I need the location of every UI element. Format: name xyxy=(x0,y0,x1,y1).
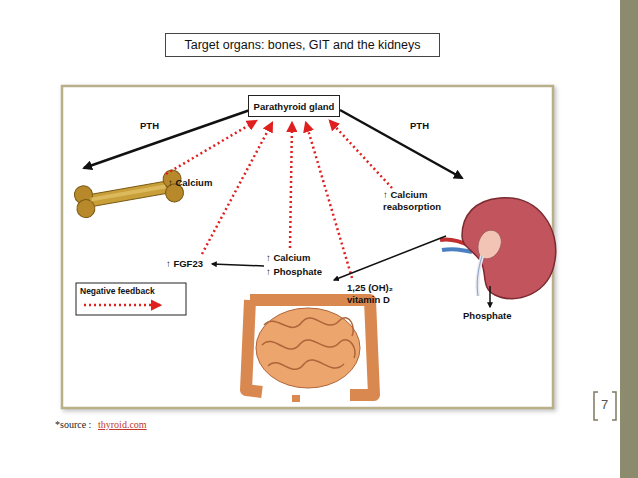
bone-end xyxy=(75,198,96,219)
kidney-body xyxy=(462,198,556,299)
effect-label: ↑ Phosphate xyxy=(266,266,322,278)
intestine-illustration xyxy=(246,300,374,402)
legend-text: Negative feedback xyxy=(80,286,155,296)
intestine-coil xyxy=(262,340,355,358)
pth-arrow xyxy=(84,110,250,168)
ureter-outline xyxy=(477,256,482,296)
page-bracket xyxy=(594,392,598,420)
effect-arrow xyxy=(489,286,491,307)
effect-label: ↑ Calcium reabsorption xyxy=(383,189,449,213)
ureter xyxy=(477,256,482,296)
slide-title: Target organs: bones, GIT and the kidney… xyxy=(165,33,440,57)
bone-shaft xyxy=(88,181,169,207)
side-band xyxy=(620,0,638,478)
page-bracket xyxy=(612,392,616,420)
colon xyxy=(250,300,374,395)
bone-highlight xyxy=(90,184,166,201)
feedback-arrow xyxy=(202,123,272,254)
source-link: thyroid.com xyxy=(98,419,147,432)
diagram-panel xyxy=(62,86,553,408)
legend-sample-line xyxy=(84,304,160,307)
hormone-label: PTH xyxy=(140,120,159,132)
renal-pelvis xyxy=(478,230,501,259)
vitamin-label: 1,25 (OH)₂ vitamin D xyxy=(347,282,407,306)
feedback-arrow xyxy=(290,123,292,248)
source-note: *source : xyxy=(55,419,91,432)
renal-vessel xyxy=(442,249,472,252)
effect-label: ↑ Calcium xyxy=(266,252,310,264)
intestine-coil xyxy=(268,360,344,369)
feedback-arrow xyxy=(306,123,352,278)
effect-label: Phosphate xyxy=(463,310,512,322)
feedback-arrow xyxy=(330,121,392,188)
effect-label: ↑ FGF23 xyxy=(166,258,203,270)
gland-box: Parathyroid gland xyxy=(248,95,340,117)
bone-illustration xyxy=(73,169,185,219)
node-label: Parathyroid gland xyxy=(254,101,335,112)
page-number: 7 xyxy=(601,397,608,413)
small-intestine xyxy=(256,308,360,388)
legend-box xyxy=(76,283,186,315)
effect-arrow xyxy=(334,236,446,280)
effect-label: ↑ Calcium xyxy=(168,177,212,189)
intestine-coil xyxy=(264,318,353,336)
pth-arrow xyxy=(340,110,462,178)
rectum xyxy=(292,395,300,402)
effect-arrow xyxy=(212,264,264,266)
feedback-arrow xyxy=(166,121,256,174)
hormone-label: PTH xyxy=(410,120,429,132)
kidney-illustration xyxy=(440,198,556,299)
